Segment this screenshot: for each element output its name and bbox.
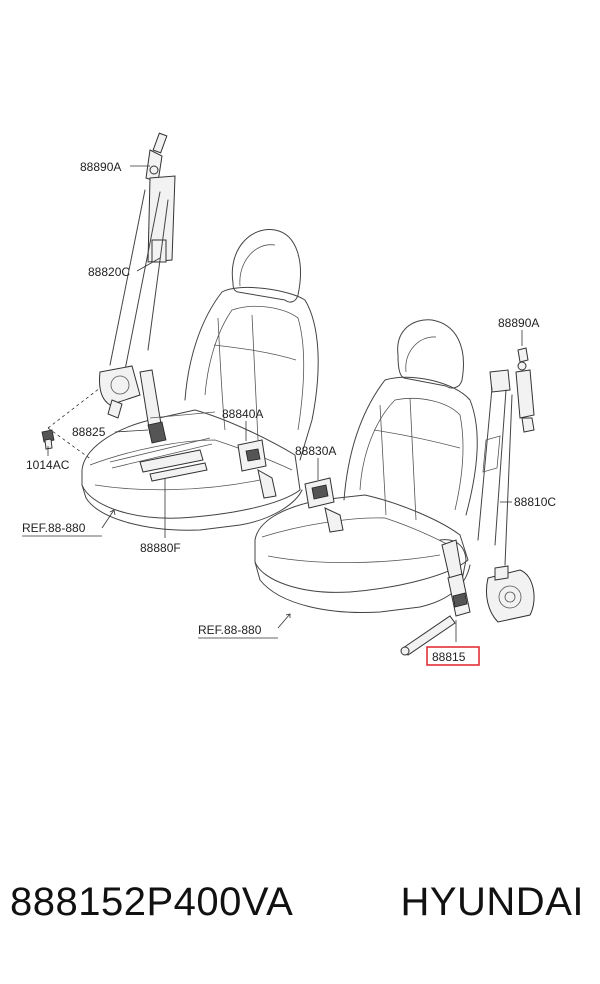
- ref-label-right: REF.88-880: [198, 623, 262, 637]
- label-88810c: 88810C: [514, 495, 556, 509]
- left-seat: [81, 229, 319, 531]
- brand-name: HYUNDAI: [400, 880, 584, 924]
- label-88840a: 88840A: [222, 407, 263, 421]
- left-belt-assembly: [41, 132, 277, 499]
- label-88815: 88815: [432, 650, 466, 664]
- part-labels: 88890A 88820C 88825 1014AC 88840A 88880F…: [22, 160, 556, 666]
- highlight-box-88815: [426, 646, 480, 666]
- label-88825: 88825: [72, 425, 106, 439]
- label-88890a-right: 88890A: [498, 316, 539, 330]
- part-number: 888152P400VA: [10, 880, 294, 924]
- label-88890a-left: 88890A: [80, 160, 121, 174]
- ref-label-left: REF.88-880: [22, 521, 86, 535]
- label-1014ac: 1014AC: [26, 458, 70, 472]
- label-88820c: 88820C: [88, 265, 130, 279]
- leader-lines: [47, 165, 523, 642]
- product-caption: 888152P400VA HYUNDAI: [0, 880, 600, 950]
- label-88880f: 88880F: [140, 541, 181, 555]
- right-seat: [254, 319, 478, 613]
- right-belt-assembly: [304, 347, 535, 656]
- label-88830a: 88830A: [295, 444, 336, 458]
